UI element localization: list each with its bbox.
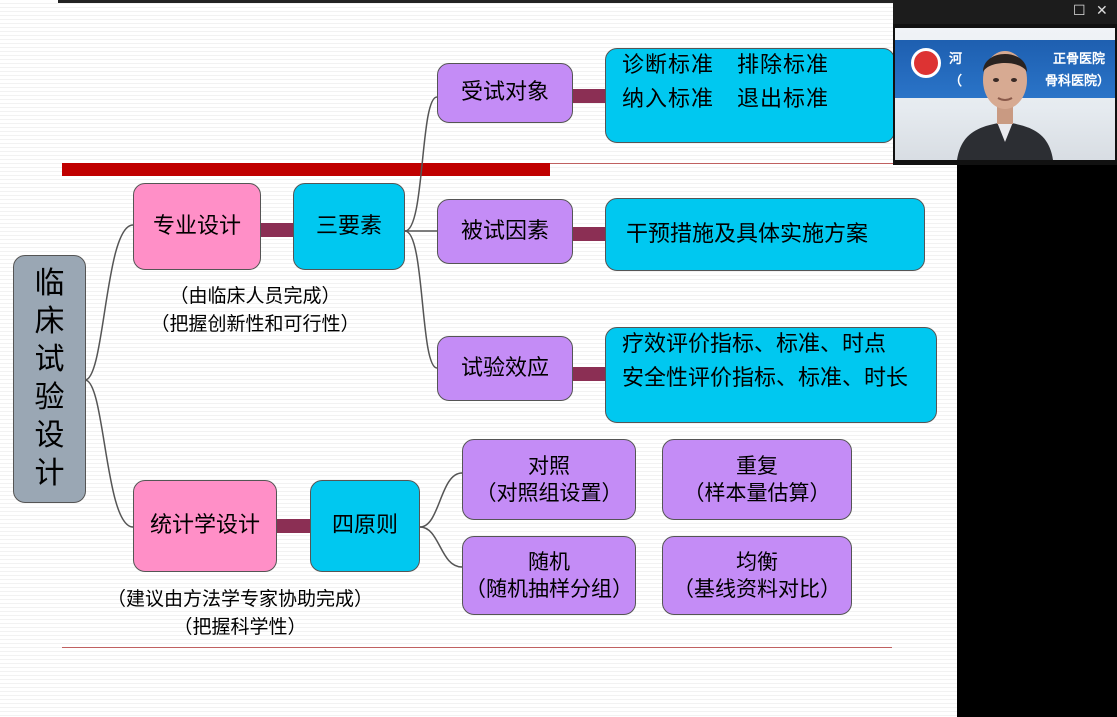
principle-random-sub: （随机抽样分组） [465, 576, 633, 601]
curve-root-statistical [84, 379, 134, 528]
professional-design-label: 专业设计 [152, 213, 241, 239]
curve-to-subject [404, 96, 438, 232]
title-underline-bar [62, 163, 550, 176]
statistical-note-2: （把握科学性） [173, 616, 307, 638]
root-node[interactable]: 临 床 试 验 设 计 [13, 255, 86, 503]
banner-text-left-2: （ [949, 74, 963, 89]
divider-line-top [550, 163, 893, 164]
close-icon[interactable]: ✕ [1096, 3, 1108, 19]
curve-to-effect [404, 230, 438, 369]
root-char: 计 [34, 456, 65, 491]
principle-balance-node[interactable]: 均衡 （基线资料对比） [662, 536, 852, 615]
element-subject-label: 受试对象 [460, 80, 549, 106]
principle-control-sub: （对照组设置） [475, 480, 623, 505]
element-effect-label: 试验效应 [460, 355, 549, 381]
root-char: 试 [34, 342, 65, 377]
mindmap-connectors [84, 89, 607, 568]
slide: 临 床 试 验 设 计 专业设计 三要素 （由临床人员完成） （把握创新性和可行… [0, 0, 957, 717]
element-effect-node[interactable]: 试验效应 [437, 336, 573, 401]
element-subject-node[interactable]: 受试对象 [437, 63, 573, 123]
principle-random-node[interactable]: 随机 （随机抽样分组） [462, 536, 636, 615]
statistical-note-1: （建议由方法学专家协助完成） [106, 588, 373, 610]
three-elements-node[interactable]: 三要素 [293, 183, 405, 270]
divider-line-bottom [62, 647, 892, 648]
root-char: 临 [34, 266, 65, 301]
bar-subject-detail [572, 89, 607, 103]
element-subject-detail[interactable]: 诊断标准 排除标准 纳入标准 退出标准 [605, 48, 895, 143]
principle-control-node[interactable]: 对照 （对照组设置） [462, 439, 636, 520]
effect-detail-line2: 安全性评价指标、标准、时长 [622, 366, 909, 391]
three-elements-label: 三要素 [315, 213, 382, 239]
element-factor-node[interactable]: 被试因素 [437, 199, 573, 264]
statistical-design-node[interactable]: 统计学设计 [133, 480, 277, 572]
curve-to-control [419, 472, 463, 528]
bar-statistical-principles [277, 519, 312, 533]
principle-repeat-title: 重复 [736, 454, 778, 479]
professional-design-node[interactable]: 专业设计 [133, 183, 261, 270]
element-factor-label: 被试因素 [460, 218, 549, 244]
top-border [58, 0, 957, 3]
professional-note-1: （由临床人员完成） [169, 285, 341, 307]
root-char: 验 [34, 380, 65, 415]
hospital-logo-icon [911, 48, 941, 78]
factor-detail-line1: 干预措施及具体实施方案 [626, 221, 869, 247]
presenter-person [957, 51, 1053, 160]
root-char: 床 [34, 304, 65, 339]
four-principles-label: 四原则 [331, 513, 398, 539]
subject-detail-line1: 诊断标准 排除标准 [622, 53, 830, 78]
bar-factor-detail [572, 227, 607, 241]
principle-balance-sub: （基线资料对比） [673, 576, 841, 601]
principle-repeat-node[interactable]: 重复 （样本量估算） [662, 439, 852, 520]
curve-to-random [419, 526, 463, 568]
banner-text-right-2: 骨科医院） [1045, 74, 1111, 89]
professional-note-2: （把握创新性和可行性） [150, 313, 360, 335]
subject-detail-line2: 纳入标准 退出标准 [622, 87, 830, 112]
bar-professional-elements [260, 223, 295, 237]
bar-effect-detail [572, 367, 607, 381]
root-char: 设 [34, 418, 65, 453]
element-factor-detail[interactable]: 干预措施及具体实施方案 [605, 198, 925, 271]
curve-root-professional [84, 224, 134, 381]
statistical-design-label: 统计学设计 [149, 513, 260, 539]
video-feed: 河 正骨医院 （ 骨科医院） [895, 28, 1115, 160]
principle-balance-title: 均衡 [736, 550, 778, 575]
principle-random-title: 随机 [528, 550, 570, 575]
principle-repeat-sub: （样本量估算） [683, 480, 831, 505]
video-titlebar[interactable]: ☐ ✕ [893, 0, 1117, 24]
banner-text-right-1: 正骨医院 [1053, 52, 1106, 67]
banner-text-left: 河 [949, 52, 963, 67]
video-overlay[interactable]: ☐ ✕ 河 正骨医院 （ 骨科医院） [893, 0, 1117, 165]
maximize-icon[interactable]: ☐ [1073, 3, 1086, 19]
principle-control-title: 对照 [528, 454, 570, 479]
element-effect-detail[interactable]: 疗效评价指标、标准、时点 安全性评价指标、标准、时长 [605, 327, 937, 423]
effect-detail-line1: 疗效评价指标、标准、时点 [622, 332, 887, 357]
four-principles-node[interactable]: 四原则 [310, 480, 420, 572]
